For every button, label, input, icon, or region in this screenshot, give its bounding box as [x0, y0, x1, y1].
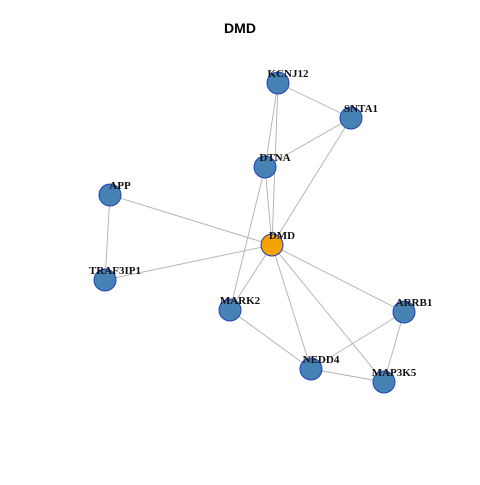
node-map3k5	[372, 370, 396, 394]
node-nedd4	[299, 357, 323, 381]
edge-kcnj12-dtna	[264, 82, 279, 168]
edge-dmd-mark2	[229, 244, 273, 311]
edge-dmd-arrb1	[271, 244, 405, 313]
node-label-traf3ip1: TRAF3IP1	[89, 265, 141, 277]
edge-dtna-mark2	[229, 166, 266, 311]
node-label-nedd4: NEDD4	[303, 354, 340, 366]
node-label-dmd: DMD	[269, 230, 295, 242]
edge-dmd-nedd4	[271, 244, 312, 370]
node-label-map3k5: MAP3K5	[372, 367, 417, 379]
edge-traf3ip1-dmd	[104, 244, 273, 281]
edge-arrb1-map3k5	[383, 311, 405, 383]
node-label-kcnj12: KCNJ12	[268, 68, 309, 80]
edge-layer	[104, 82, 405, 383]
node-dmd	[260, 233, 284, 257]
edge-app-traf3ip1	[104, 194, 111, 281]
node-label-dtna: DTNA	[259, 152, 290, 164]
node-label-snta1: SNTA1	[344, 103, 378, 115]
node-kcnj12	[266, 71, 290, 95]
node-label-arrb1: ARRB1	[396, 297, 433, 309]
edge-nedd4-map3k5	[310, 368, 385, 383]
node-app	[98, 183, 122, 207]
node-dtna	[253, 155, 277, 179]
node-mark2	[218, 298, 242, 322]
edge-snta1-dtna	[264, 117, 352, 168]
edge-arrb1-nedd4	[310, 311, 405, 370]
edge-snta1-dmd	[271, 117, 352, 246]
node-snta1	[339, 106, 363, 130]
edge-mark2-nedd4	[229, 309, 312, 370]
diagram-title: DMD	[224, 20, 256, 36]
node-layer	[93, 71, 416, 394]
edge-dmd-map3k5	[271, 244, 385, 383]
edge-dtna-dmd	[264, 166, 273, 246]
edge-app-dmd	[109, 194, 273, 246]
node-label-mark2: MARK2	[220, 295, 261, 307]
node-traf3ip1	[93, 268, 117, 292]
edge-kcnj12-snta1	[277, 82, 352, 119]
node-label-app: APP	[109, 180, 131, 192]
node-arrb1	[392, 300, 416, 324]
